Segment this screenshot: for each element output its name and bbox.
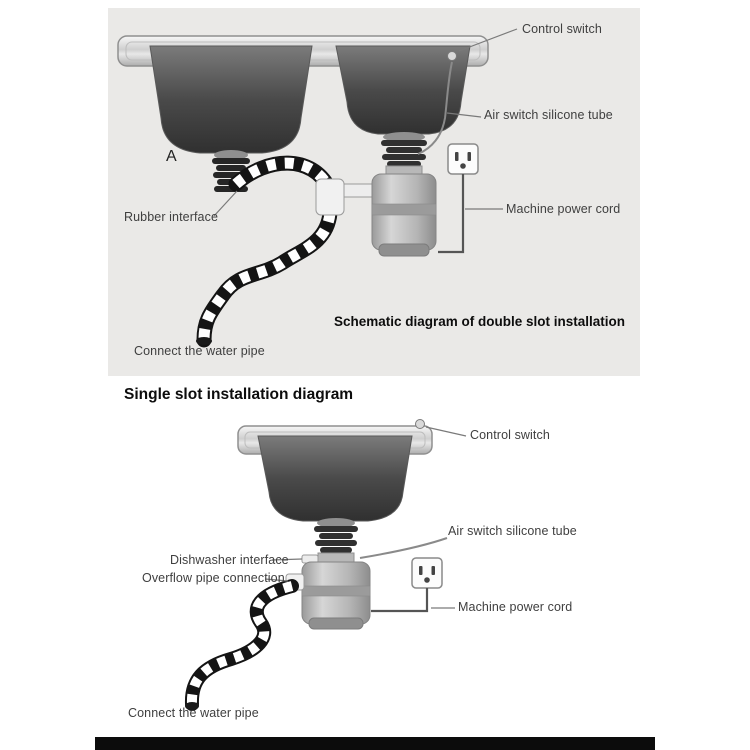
power-outlet-icon-bottom (411, 557, 443, 589)
bottom-bar (95, 737, 655, 750)
label-overflow-pipe-connection: Overflow pipe connection (142, 571, 285, 585)
label-connect-water-pipe-bottom: Connect the water pipe (128, 706, 259, 720)
disposal-unit-top (371, 132, 437, 257)
label-machine-power-cord-top: Machine power cord (506, 202, 621, 216)
label-control-switch-top: Control switch (522, 22, 602, 36)
double-sink (117, 35, 489, 154)
control-switch-button-bottom (415, 419, 425, 429)
leader-lines-bottom (264, 426, 467, 609)
drain-hose-top (196, 155, 338, 348)
label-air-switch-tube-top: Air switch silicone tube (484, 108, 613, 122)
power-outlet-icon-top (447, 143, 479, 175)
label-connect-water-pipe-top: Connect the water pipe (134, 344, 265, 358)
label-machine-power-cord-bottom: Machine power cord (458, 600, 573, 614)
discharge-elbow-fitting (315, 178, 375, 216)
label-control-switch-bottom: Control switch (470, 428, 550, 442)
control-switch-button-top (447, 51, 457, 61)
label-dishwasher-interface: Dishwasher interface (170, 553, 289, 567)
title-single-slot: Single slot installation diagram (124, 386, 354, 403)
single-sink (237, 425, 433, 522)
power-cord-top (438, 174, 465, 254)
air-switch-tube-top (417, 51, 457, 155)
disposal-unit-bottom (285, 518, 371, 630)
label-rubber-interface: Rubber interface (124, 210, 219, 224)
power-cord-bottom (371, 588, 429, 613)
label-air-switch-tube-bottom: Air switch silicone tube (448, 524, 577, 538)
label-point-a: A (166, 148, 177, 165)
air-switch-tube-bottom (359, 419, 448, 559)
title-double-slot: Schematic diagram of double slot install… (334, 314, 626, 329)
leader-lines-top (213, 28, 518, 217)
drain-hose-bottom (184, 579, 299, 711)
